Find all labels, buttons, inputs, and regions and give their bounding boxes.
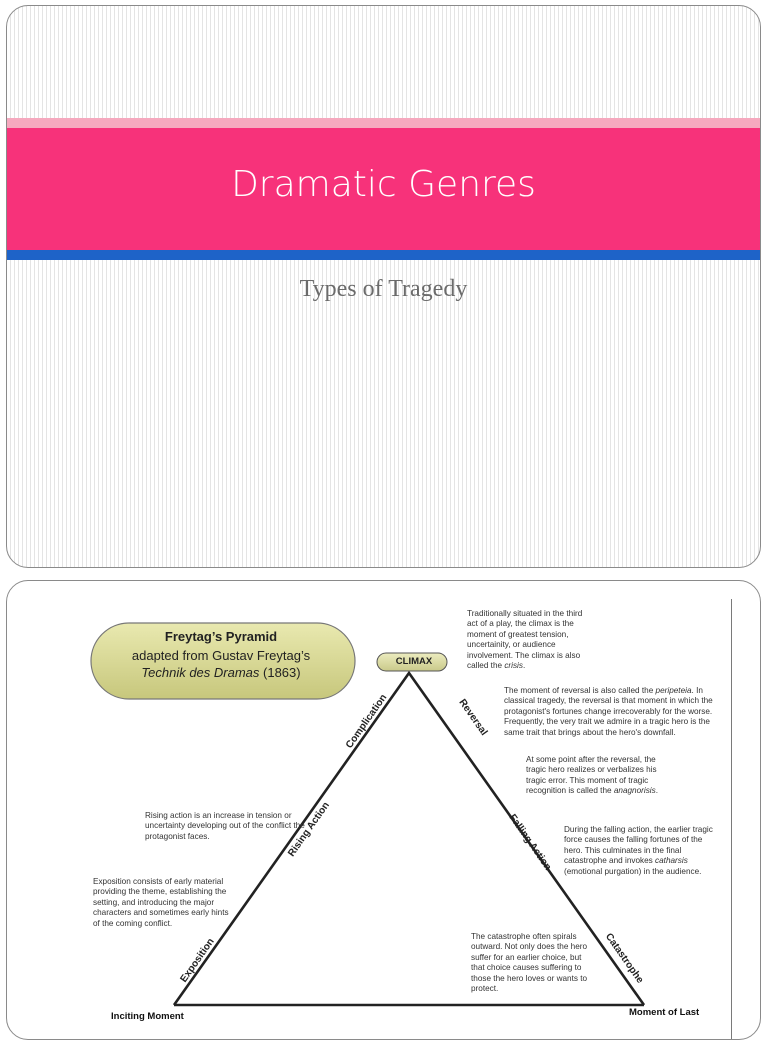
note-falling-action: During the falling action, the earlier t… [564,825,713,876]
title-slide[interactable]: Dramatic Genres Types of Tragedy [6,5,761,568]
pyramid-diagram [90,622,646,1007]
accent-band-light [7,118,760,128]
badge-title: Freytag’s Pyramid [164,629,278,644]
badge-year: (1863) [259,665,301,680]
badge-line2: Technik des Dramas (1863) [91,664,351,681]
title-badge [90,622,356,700]
title-band [7,128,760,250]
climax-badge [376,652,448,672]
climax-label: CLIMAX [395,656,433,667]
freytag-pyramid-slide[interactable]: Freytag’s Pyramid adapted from Gustav Fr… [6,580,761,1040]
note-reversal: The moment of reversal is also called th… [504,686,713,737]
slide-title: Dramatic Genres [231,164,536,205]
note-anagnorisis: At some point after the reversal, the tr… [526,755,658,796]
corner-label-inciting: Inciting Moment [111,1011,184,1022]
page-edge-line [731,599,732,1039]
badge-book-title: Technik des Dramas [141,665,260,680]
note-climax: Traditionally situated in the third act … [467,609,583,671]
badge-line1: adapted from Gustav Freytag’s [131,648,311,663]
note-exposition: Exposition consists of early material pr… [93,877,229,928]
slide-subtitle: Types of Tragedy [299,276,468,302]
accent-band-blue [7,250,760,260]
note-rising-action: Rising action is an increase in tension … [145,811,305,841]
badge-subtitle: adapted from Gustav Freytag’s Technik de… [91,647,351,681]
note-catastrophe: The catastrophe often spirals outward. N… [471,932,588,994]
corner-label-last: Moment of Last [629,1007,700,1018]
pyramid-outline [172,670,646,1006]
